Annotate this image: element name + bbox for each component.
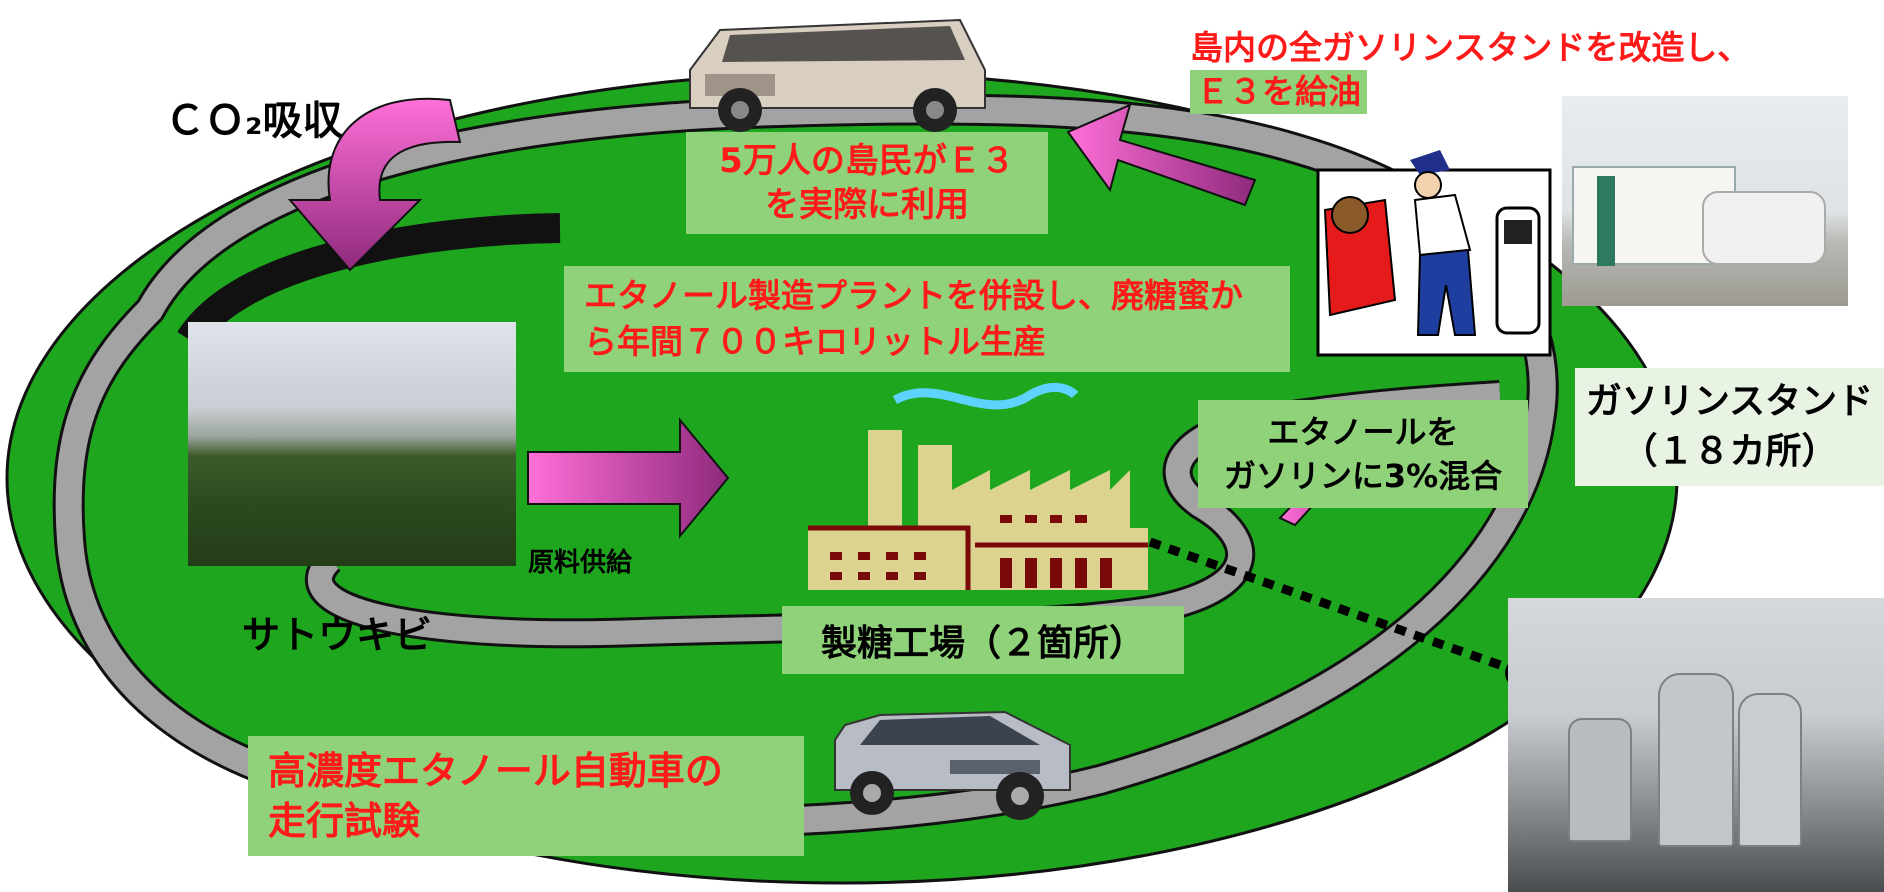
raw-supply-label: 原料供給: [528, 548, 633, 578]
islanders-box: 5万人の島民がＥ３ を実際に利用: [686, 132, 1048, 234]
sugarcane-label: サトウキビ: [242, 613, 433, 657]
co2-absorption-label: ＣＯ₂吸収: [165, 98, 343, 144]
suv-car-icon: [689, 18, 986, 132]
sugar-factory-box: 製糖工場（２箇所）: [782, 606, 1184, 674]
gas-stand-box: ガソリンスタンド （１８カ所）: [1575, 368, 1884, 486]
driving-test-line2: 走行試験: [268, 799, 421, 843]
raw-supply-arrow: [527, 417, 730, 539]
station-to-islanders-arrow: [1066, 103, 1257, 207]
mix-box: エタノールを ガソリンに3%混合: [1198, 400, 1528, 508]
retrofit-note-line1: 島内の全ガソリンスタンドを改造し、: [1190, 28, 1751, 67]
plant-line2: ら年間７００キロリットル生産: [584, 322, 1046, 361]
storage-tanks-photo: [1508, 598, 1884, 892]
driving-test-box: 高濃度エタノール自動車の 走行試験: [248, 736, 804, 856]
dotted-connector: [1148, 537, 1522, 677]
mix-line1: エタノールを: [1267, 413, 1459, 451]
retrofit-note-line2: Ｅ３を給油: [1190, 70, 1367, 114]
sedan-car-icon: [834, 710, 1071, 820]
co2-curved-arrow: [287, 97, 462, 272]
sugarcane-photo: [188, 322, 516, 566]
gas-stand-line1: ガソリンスタンド: [1585, 381, 1874, 422]
driving-test-line1: 高濃度エタノール自動車の: [268, 749, 723, 793]
islanders-line2: を実際に利用: [765, 185, 969, 225]
gas-station-photo: [1562, 96, 1848, 306]
gas-pump-attendant-icon: [1316, 150, 1552, 357]
plant-box: エタノール製造プラントを併設し、廃糖蜜か ら年間７００キロリットル生産: [564, 266, 1290, 372]
islanders-line1: 5万人の島民がＥ３: [719, 141, 1015, 181]
mix-line2: ガソリンに3%混合: [1223, 457, 1503, 495]
factory-icon: [808, 383, 1148, 590]
sugar-factory-label: 製糖工場（２箇所）: [820, 623, 1145, 664]
plant-line1: エタノール製造プラントを併設し、廃糖蜜か: [584, 276, 1244, 315]
gas-stand-line2: （１８カ所）: [1621, 431, 1838, 472]
gas-station-retrofit-note: 島内の全ガソリンスタンドを改造し、 Ｅ３を給油: [1190, 26, 1750, 114]
